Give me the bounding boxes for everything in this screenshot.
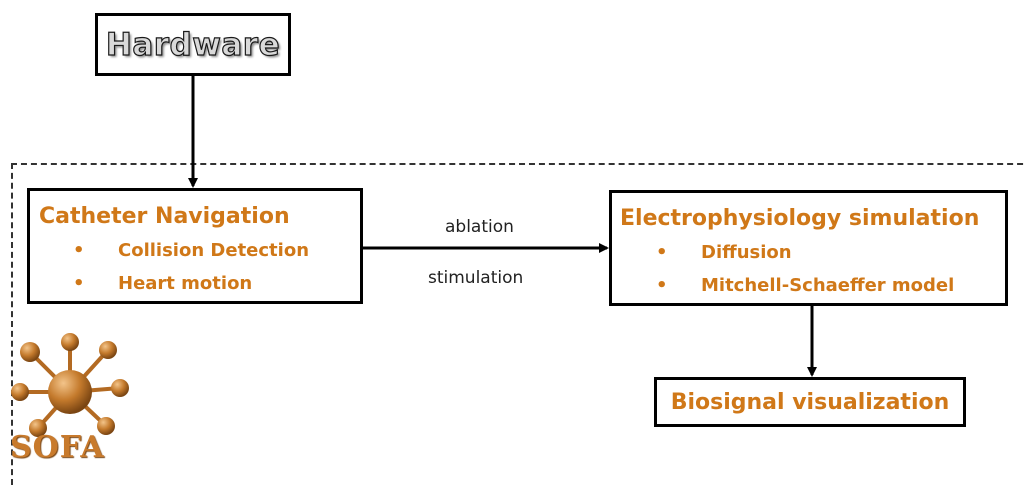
ablation-label: ablation xyxy=(445,217,514,237)
catheter-bullet-heart-motion: • Heart motion xyxy=(73,273,253,294)
hardware-label: Hardware xyxy=(105,26,281,63)
electro-bullet-diffusion: • Diffusion xyxy=(656,242,792,263)
stimulation-label: stimulation xyxy=(428,268,524,288)
electro-bullet-mitchell-schaeffer: • Mitchell-Schaeffer model xyxy=(656,275,955,296)
hardware-box: Hardware xyxy=(95,13,291,76)
sofa-framework-region xyxy=(11,163,1027,485)
bullet-dot: • xyxy=(73,240,85,261)
sofa-logo: SOFA xyxy=(8,330,133,465)
sofa-logo-text: SOFA xyxy=(10,430,105,465)
sofa-molecule-icon xyxy=(11,333,129,437)
bullet-dot: • xyxy=(656,275,668,296)
biosignal-visualization-title: Biosignal visualization xyxy=(670,389,950,415)
catheter-bullet-collision: • Collision Detection xyxy=(73,240,310,261)
catheter-navigation-box: Catheter Navigation • Collision Detectio… xyxy=(27,188,363,304)
electrophysiology-box: Electrophysiology simulation • Diffusion… xyxy=(609,190,1008,306)
electrophysiology-title: Electrophysiology simulation xyxy=(620,206,980,231)
biosignal-visualization-box: Biosignal visualization xyxy=(654,377,966,427)
catheter-navigation-title: Catheter Navigation xyxy=(39,204,290,229)
bullet-dot: • xyxy=(73,273,85,294)
bullet-dot: • xyxy=(656,242,668,263)
